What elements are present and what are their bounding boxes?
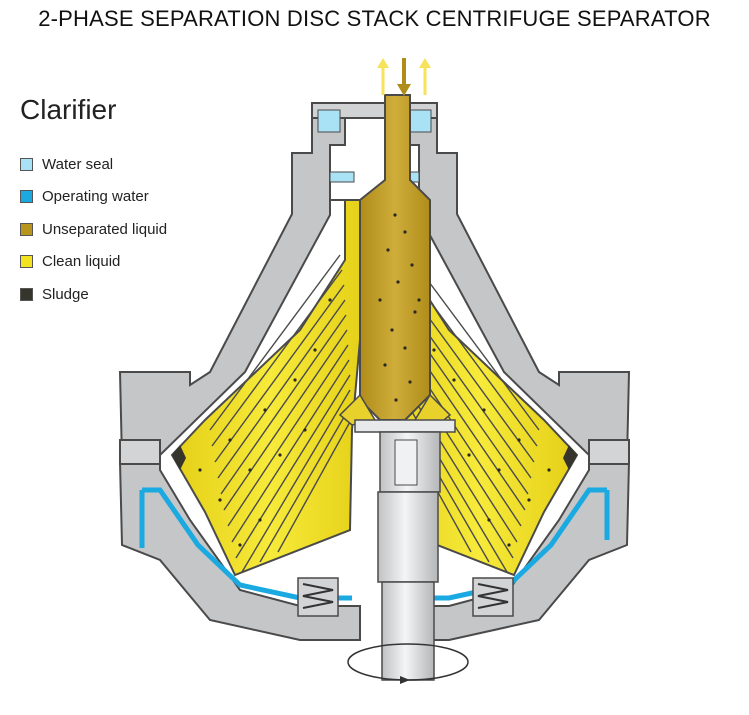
water-seal-swatch <box>20 157 33 171</box>
rotation-arrow <box>347 643 469 684</box>
clean-liquid-swatch <box>20 255 33 269</box>
legend-item-unseparated-liquid: Unseparated liquid <box>20 213 167 246</box>
inlet-particles <box>378 213 417 402</box>
legend-item-operating-water: Operating water <box>20 181 167 214</box>
sludge-swatch <box>20 287 33 301</box>
flow-arrows <box>377 58 431 96</box>
legend-heading: Clarifier <box>20 94 117 125</box>
bowl-particles <box>198 298 551 547</box>
legend-label: Water seal <box>42 155 114 173</box>
sludge-pockets <box>172 445 577 470</box>
legend-item-water-seal: Water seal <box>20 148 167 181</box>
operating-water-swatch <box>20 190 33 204</box>
legend-label: Sludge <box>42 285 89 303</box>
diagram-title: 2-PHASE SEPARATION DISC STACK CENTRIFUGE… <box>38 6 711 31</box>
legend-list: Water seal Operating water Unseparated l… <box>20 148 167 311</box>
springs <box>297 577 514 617</box>
legend-item-clean-liquid: Clean liquid <box>20 246 167 279</box>
legend-label: Operating water <box>42 188 149 206</box>
legend-item-sludge: Sludge <box>20 278 167 311</box>
spindle <box>354 419 456 681</box>
legend-label: Unseparated liquid <box>42 220 168 238</box>
legend: Clarifier Water seal Operating water Uns… <box>20 94 167 311</box>
unseparated-liquid-swatch <box>20 222 33 236</box>
legend-label: Clean liquid <box>42 253 121 271</box>
disc-stack-left <box>209 254 352 573</box>
